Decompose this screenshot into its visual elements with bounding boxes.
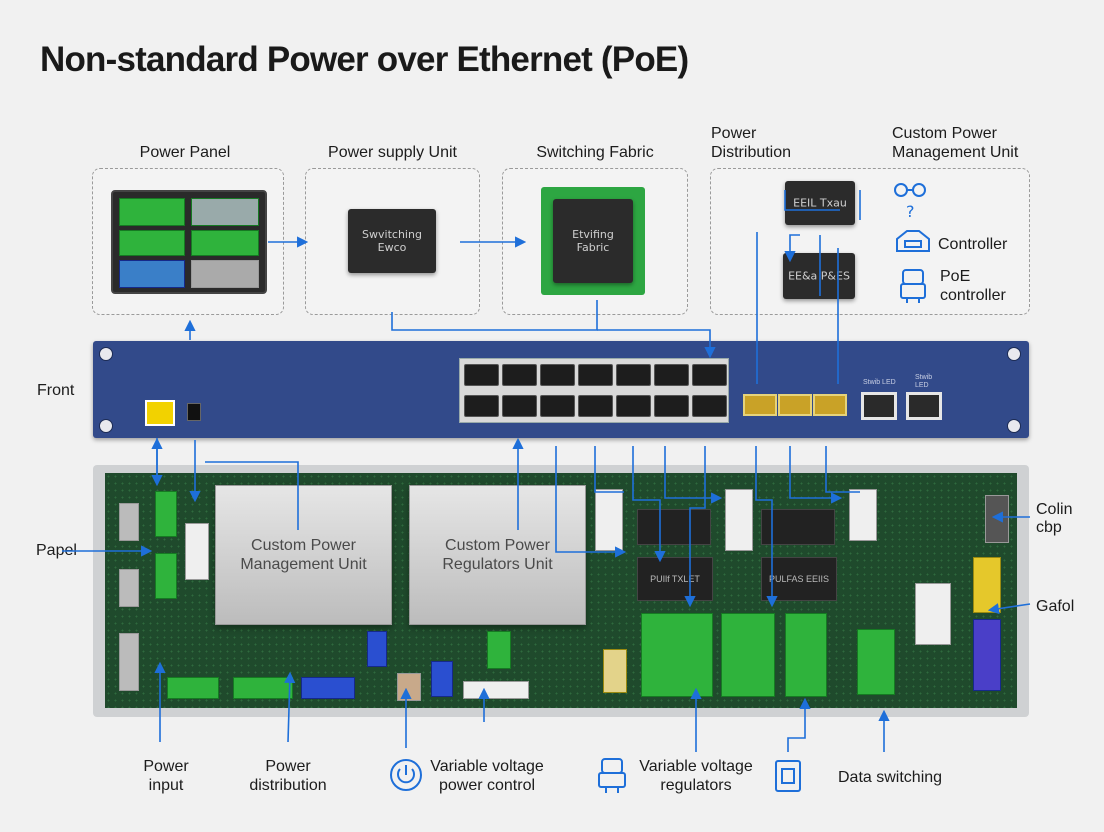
power-distribution-module: EEIL Txau EE&a P&ES (710, 168, 1030, 315)
svg-text:?: ? (906, 202, 915, 221)
connector-blue (301, 677, 355, 699)
power-panel-unit (111, 190, 267, 294)
label-power-panel: Power Panel (139, 144, 231, 161)
connector-grey (119, 633, 139, 691)
regulator-icon (598, 758, 626, 793)
poe-port-3[interactable] (813, 394, 847, 416)
label-papel: Papel (36, 542, 77, 559)
ethernet-port[interactable] (692, 364, 727, 386)
label-colin-cbp: Colin cbp (1036, 501, 1073, 536)
label-power-distribution-top: Power Distribution (711, 125, 792, 161)
label-variable-voltage-regulators: Variable voltage regulators (639, 758, 753, 794)
ethernet-port[interactable] (654, 364, 689, 386)
connector-blue (431, 661, 453, 697)
rack-screw-br (1007, 419, 1021, 433)
label-power-distribution-bottom: Power distribution (249, 758, 327, 794)
ethernet-port[interactable] (502, 364, 537, 386)
connector-green (155, 491, 177, 537)
pcb: Custom Power Management Unit Custom Powe… (105, 473, 1017, 708)
connector-power-input (167, 677, 219, 699)
connector-grey (119, 503, 139, 541)
fabric-chip: Etvifing Fabric (553, 199, 633, 283)
connector-white-large (915, 583, 951, 645)
regulator-connector-bank (721, 613, 775, 697)
board-ic-1: PUIlf TXLET (637, 557, 713, 601)
power-input-jack[interactable] (145, 400, 175, 426)
power-panel-module (92, 168, 284, 315)
mainboard-chassis: Custom Power Management Unit Custom Powe… (93, 465, 1029, 717)
poe-port-1[interactable] (743, 394, 777, 416)
ethernet-port[interactable] (540, 395, 575, 417)
board-ic (761, 509, 835, 545)
psu-chip: Swvitching Ewco (348, 209, 436, 273)
ethernet-port[interactable] (464, 395, 499, 417)
label-power-supply-unit: Power supply Unit (328, 144, 457, 161)
connector-blue (367, 631, 387, 667)
poe-controller-icon (900, 269, 926, 303)
panel-port-green-1 (119, 198, 185, 226)
ethernet-port-block (459, 358, 729, 423)
connector-white (725, 489, 753, 551)
label-front: Front (37, 382, 75, 399)
board-ic (637, 509, 711, 545)
switching-fabric-module: Etvifing Fabric (502, 168, 688, 315)
label-variable-voltage-power-control: Variable voltage power control (430, 758, 544, 794)
ethernet-port[interactable] (578, 364, 613, 386)
label-data-switching: Data switching (838, 769, 943, 786)
power-button-icon (390, 759, 422, 791)
label-gafol: Gafol (1036, 598, 1075, 615)
ethernet-port[interactable] (464, 364, 499, 386)
label-controller: Controller (938, 236, 1008, 253)
power-supply-module: Swvitching Ewco (305, 168, 480, 315)
uplink-port-1[interactable] (861, 392, 897, 420)
ethernet-port[interactable] (616, 364, 651, 386)
connector-green (487, 631, 511, 669)
connector-data-switching (857, 629, 895, 695)
connector-white (185, 523, 209, 580)
panel-port-green-3 (191, 230, 259, 256)
connector-purple (973, 619, 1001, 691)
regulator-connector-bank (785, 613, 827, 697)
switch-front-panel: Stwib LED Stwib LED (93, 341, 1029, 438)
link-chain-icon: ? (894, 183, 926, 221)
ethernet-port[interactable] (540, 364, 575, 386)
ethernet-port[interactable] (654, 395, 689, 417)
switch-chip-icon (775, 760, 801, 792)
heatsink-power-management: Custom Power Management Unit (215, 485, 392, 625)
label-power-input: Power input (143, 758, 189, 794)
label-custom-power-management-top: Custom Power Management Unit (892, 125, 1019, 161)
connector-white (595, 489, 623, 551)
connector-green (155, 553, 177, 599)
panel-port-green-2 (119, 230, 185, 256)
connector-white (849, 489, 877, 541)
connector-power-distribution (233, 677, 293, 699)
connector-yellow (973, 557, 1001, 613)
panel-port-blue (119, 260, 185, 288)
label-switching-fabric: Switching Fabric (536, 144, 654, 161)
connector-beige (603, 649, 627, 693)
board-ic-2: PULFAS EEIIS (761, 557, 837, 601)
rack-screw-tr (1007, 347, 1021, 361)
ethernet-port[interactable] (692, 395, 727, 417)
reset-button[interactable] (187, 403, 201, 421)
connector-grey (119, 569, 139, 607)
ethernet-port[interactable] (578, 395, 613, 417)
uplink-port-2[interactable] (906, 392, 942, 420)
poe-port-2[interactable] (778, 394, 812, 416)
controller-icon (896, 230, 930, 252)
status-led-label-2: Stwib LED (915, 374, 933, 389)
label-poe-controller: PoE controller (940, 268, 1006, 304)
distribution-chip-1: EEIL Txau (785, 181, 855, 225)
panel-port-grey-1 (191, 198, 259, 226)
ethernet-port[interactable] (616, 395, 651, 417)
panel-port-grey-2 (191, 260, 259, 288)
status-led-label-1: Stwib LED (863, 379, 896, 386)
page-title: Non-standard Power over Ethernet (PoE) (40, 40, 689, 79)
rack-screw-bl (99, 419, 113, 433)
ethernet-port[interactable] (502, 395, 537, 417)
regulator-connector-bank (641, 613, 713, 697)
rack-screw-tl (99, 347, 113, 361)
